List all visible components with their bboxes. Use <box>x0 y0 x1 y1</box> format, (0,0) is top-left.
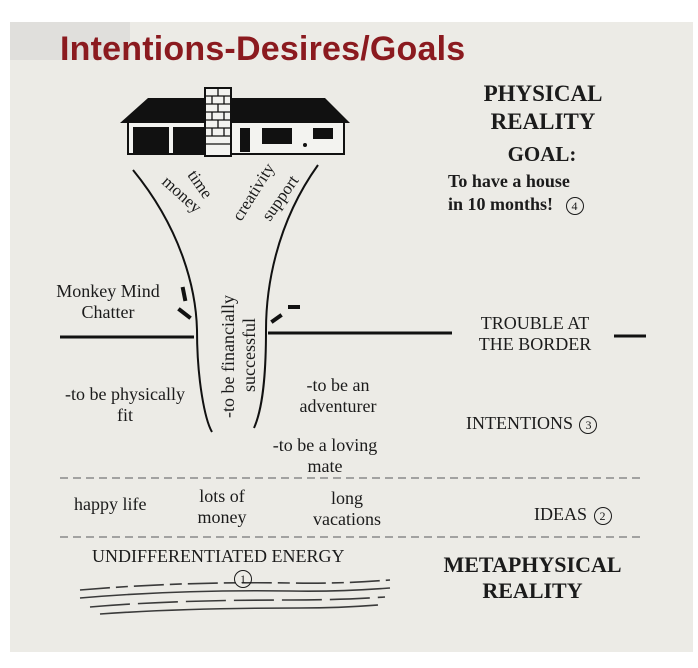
funnel-right-curve <box>253 164 319 429</box>
metaphysical-line2: REALITY <box>482 578 583 603</box>
metaphysical-reality-label: METAPHYSICAL REALITY <box>420 552 645 604</box>
trouble-border-label: TROUBLE AT THE BORDER <box>455 313 615 355</box>
goal-heading: GOAL: <box>507 142 577 166</box>
center-vertical-line1: -to be financially <box>218 295 238 418</box>
intentions-label-text: INTENTIONS <box>466 413 573 433</box>
goal-text: To have a house in 10 months! 4 <box>448 170 584 216</box>
funnel-left-curve <box>132 169 213 433</box>
idea-long-vacations-line1: long <box>330 488 363 508</box>
idea-lots-of-money-line1: lots of <box>199 486 245 506</box>
energy-number-wrap: 1 <box>234 570 252 589</box>
monkey-mind-label: Monkey Mind Chatter <box>48 281 168 323</box>
goal-line1: To have a house <box>448 171 570 191</box>
idea-lots-of-money-line2: money <box>197 507 247 527</box>
idea-lots-of-money: lots of money <box>182 486 262 528</box>
intention-adventurer-line1: -to be an <box>306 375 370 395</box>
ideas-label: IDEAS 2 <box>534 502 612 526</box>
chatter-dashes <box>177 286 300 324</box>
intentions-number-badge: 3 <box>579 415 598 434</box>
monkey-mind-line2: Chatter <box>81 302 135 322</box>
title-tab-strip <box>10 22 130 60</box>
goal-line2: in 10 months! 4 <box>448 193 584 216</box>
center-vertical-line2: successful <box>239 318 259 392</box>
monkey-mind-line1: Monkey Mind <box>56 281 160 301</box>
energy-number-badge: 1 <box>234 570 252 589</box>
idea-long-vacations: long vacations <box>292 488 402 530</box>
intention-physically-fit-line1: -to be physically <box>65 384 185 404</box>
idea-long-vacations-line2: vacations <box>313 509 381 529</box>
physical-reality-label: PHYSICAL REALITY <box>468 80 618 136</box>
ideas-number-badge: 2 <box>593 506 612 525</box>
ideas-label-text: IDEAS <box>534 504 587 524</box>
intention-adventurer: -to be an adventurer <box>278 375 398 417</box>
goal-number-badge: 4 <box>565 196 584 215</box>
intention-loving-mate-line2: mate <box>307 456 343 476</box>
intentions-label: INTENTIONS 3 <box>466 411 598 435</box>
physical-reality-line1: PHYSICAL <box>483 81 603 106</box>
intention-loving-mate-line1: -to be a loving <box>272 435 378 455</box>
goal-line2-text: in 10 months! <box>448 194 554 214</box>
physical-reality-line2: REALITY <box>490 109 596 134</box>
metaphysical-line1: METAPHYSICAL <box>443 552 622 577</box>
trouble-line2: THE BORDER <box>478 334 592 354</box>
house-icon <box>120 87 350 157</box>
trouble-line1: TROUBLE AT <box>480 313 590 333</box>
intention-loving-mate: -to be a loving mate <box>250 435 400 477</box>
funnel-words: money time creativity support <box>158 159 302 224</box>
energy-label: UNDIFFERENTIATED ENERGY <box>92 546 345 566</box>
intention-adventurer-line2: adventurer <box>299 396 377 416</box>
center-vertical-text: -to be financially successful <box>218 295 259 418</box>
intention-physically-fit-line2: fit <box>117 405 133 425</box>
page-title: Intentions-Desires/Goals <box>60 30 466 68</box>
idea-happy-life: happy life <box>74 494 147 514</box>
intention-physically-fit: -to be physically fit <box>45 384 205 426</box>
energy-waves-icon <box>79 579 391 615</box>
